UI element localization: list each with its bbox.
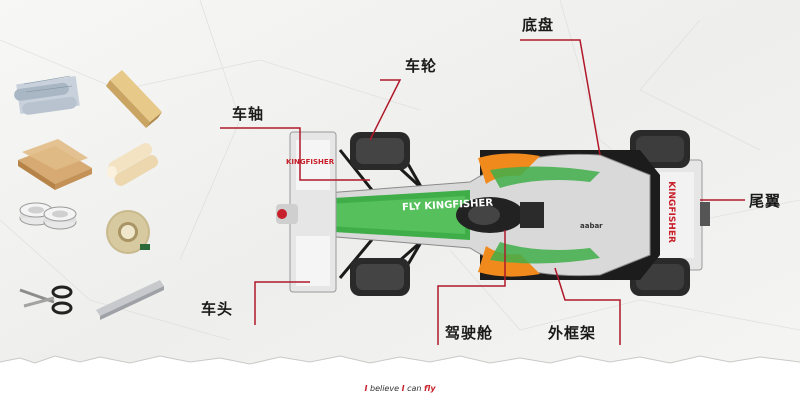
label-axle: 车轴	[232, 105, 265, 123]
tagline-word-1: I	[364, 384, 368, 393]
tagline-word-3: I	[401, 384, 405, 393]
sponsor-text: aabar	[580, 222, 603, 230]
leader-wheel	[369, 79, 402, 141]
tagline-word-5: fly	[424, 384, 436, 393]
foam-rods-icon	[107, 143, 159, 186]
ruler-icon	[96, 280, 164, 320]
leader-axle	[220, 127, 370, 181]
label-cockpit: 驾驶舱	[445, 324, 494, 342]
label-frame: 外框架	[548, 324, 597, 342]
label-nose: 车头	[201, 300, 234, 318]
scissors-icon	[19, 285, 73, 315]
wood-block-icon	[106, 70, 162, 128]
front-wing-brand-text: KINGFISHER	[286, 158, 335, 166]
front-wing-shape	[276, 131, 337, 293]
leader-chassis	[520, 39, 601, 156]
tagline: I believe I can fly	[0, 384, 800, 393]
plywood-boards-icon	[18, 139, 92, 190]
packing-tape-icon	[106, 210, 150, 254]
label-rear-wing: 尾翼	[749, 192, 782, 210]
label-wheel: 车轮	[405, 57, 438, 75]
tagline-word-4: can	[407, 384, 422, 393]
leader-nose	[254, 281, 310, 325]
leader-frame	[554, 267, 621, 345]
leader-cockpit	[437, 230, 506, 345]
blueprint-rolls-icon	[14, 75, 80, 115]
label-chassis: 底盘	[522, 16, 555, 34]
tape-rolls-icon	[19, 202, 77, 230]
tagline-word-2: believe	[369, 384, 400, 393]
